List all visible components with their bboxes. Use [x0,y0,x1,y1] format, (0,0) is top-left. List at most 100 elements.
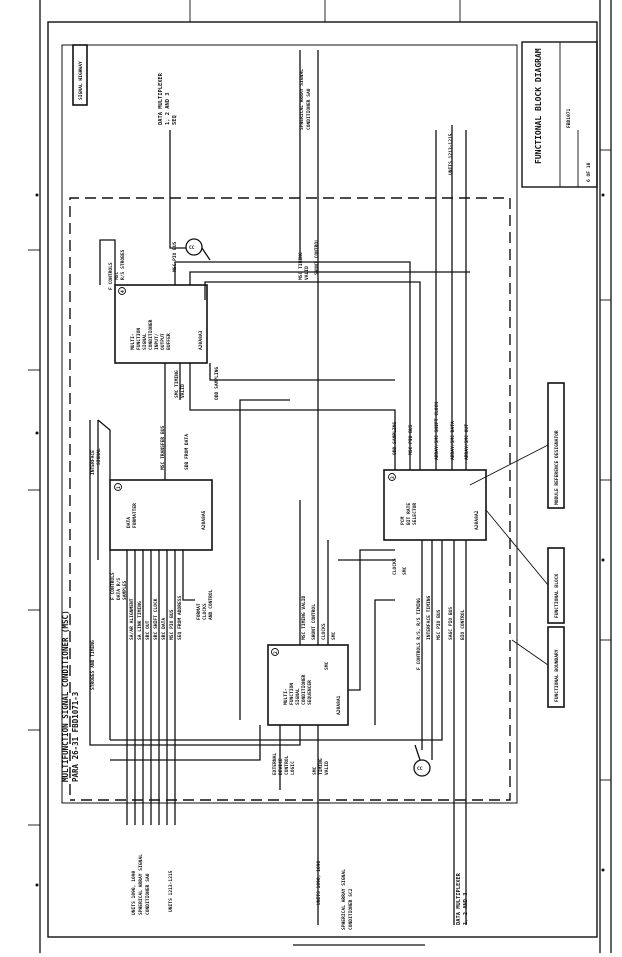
formatter-input-lines [109,550,195,825]
units-mid: UNITS 1090, 1090 [316,861,322,905]
sel-in-smc: SMC [402,566,408,575]
svg-text:FUNCTION: FUNCTION [136,328,142,350]
svg-text:SEQ FROM ADDRESS: SEQ FROM ADDRESS [177,596,183,640]
svg-text:A20A8A1: A20A8A1 [336,695,342,715]
svg-text:SA/AR ALIGNMENT: SA/AR ALIGNMENT [129,598,135,640]
odd-sampling-mid: ODD SAMPLING [214,367,220,400]
block-formatter-num: 1 [116,486,122,489]
block-buffer-num: 4 [120,290,126,293]
svg-text:MULTI-: MULTI- [283,688,289,705]
svg-text:SRC OUT: SRC OUT [145,620,151,640]
ext-device-4: LOGIC [290,761,296,775]
title-block [521,41,598,188]
sound-shift: ARRAY/SMC SHIFT CLOCK [434,402,440,460]
spherical-sa0-2: CONDITIONER SA0 [306,88,312,130]
smc-timing-valid-1: SMC TIMING [174,370,180,398]
svg-text:SAGC PIO BUS: SAGC PIO BUS [448,607,454,640]
svg-text:INPUT/: INPUT/ [154,333,160,350]
svg-text:CONDITIONER: CONDITIONER [148,319,154,350]
sdb-from-data: SDB FROM DATA [184,434,190,470]
block-selector [383,469,487,541]
block-buffer [114,284,208,364]
title-block-doc-id: FBD1071 [566,108,572,128]
strobes-label: STROBES AND TIMING [90,640,96,690]
title-block-title: FUNCTIONAL BLOCK DIAGRAM [534,48,543,164]
svg-text:BIO CONTROL: BIO CONTROL [460,609,466,640]
block-formatter [109,479,213,551]
svg-text:F CONTROLS R/S, R/S TIMING: F CONTROLS R/S, R/S TIMING [416,598,422,670]
title-block-sheet: 6 OF 10 [586,162,592,182]
callout-functional-block [547,547,565,624]
block-formatter-line-1: DATA [126,517,132,528]
block-sequencer [267,644,349,726]
ext-device-2: DEVICE [278,758,284,775]
zone-ticks [28,0,611,826]
f-controls-form-2: DATA R/S [116,578,122,600]
svg-text:SIGNAL: SIGNAL [295,688,301,705]
svg-text:A20A8A3: A20A8A3 [198,330,204,350]
svg-text:SIGNAL: SIGNAL [142,333,148,350]
cc-top-label: CC [189,245,195,251]
block-sequencer-num: 2 [273,651,279,654]
callout-leaders [469,444,549,666]
edge-dots [35,193,605,887]
interface-signal-1: INTERFACE [90,450,96,475]
svg-text:CLOCKS: CLOCKS [321,623,327,640]
svg-text:MSC PIO BUS: MSC PIO BUS [436,609,442,640]
spherical-sc2-2: CONDITIONER SC2 [348,888,354,930]
sel-in-clocks: CLOCKS [392,558,398,575]
smc-timing2-3: VALID [324,761,330,775]
cc-bottom-label: CC [417,766,423,772]
form-out-2: CLOCKS [202,603,208,620]
msc-pio-bus-top: MSC PIO BUS [172,241,178,272]
svg-text:OUTPUT: OUTPUT [160,333,166,350]
cc-circle-top [185,238,203,256]
sequencer-input-labels: MSC TIMING VALID SHUNT CONTROL CLOCKS SM… [301,596,337,640]
callout-module-ref-label: MODULE REFERENCE DESIGNATOR [554,430,560,505]
sequencer-lines [89,399,395,790]
svg-text:SEQUENCER: SEQUENCER [307,680,313,705]
ext-device-1: EXTERNAL [272,753,278,775]
smc-timing2-1: SMC [312,766,318,775]
units-1213-top: UNITS 1213-1215 [448,133,454,175]
units-left-top-3: CONDITIONER SA0 [145,873,151,915]
svg-text:MSC PIO BUS: MSC PIO BUS [169,609,175,640]
svg-text:SRC DATA: SRC DATA [161,618,167,640]
svg-text:MSC TIMING VALID: MSC TIMING VALID [301,596,307,640]
callout-functional-boundary [547,626,565,708]
selector-output-labels: F CONTROLS R/S, R/S TIMING INTERFACE TIM… [416,596,466,670]
svg-text:SHUNT CONTROL: SHUNT CONTROL [311,604,317,640]
data-mux-top-1: DATA MULTIPLEXER [158,72,164,125]
data-mux-bottom-1: DATA MULTIPLEXER [456,872,462,925]
f-controls-buffer-3: R/S STROBES [120,249,126,280]
top-signal-lines [169,50,467,925]
svg-text:SRC SHIFT CLOCK: SRC SHIFT CLOCK [153,598,159,640]
block-buffer-text: MULTI- FUNCTION SIGNAL CONDITIONER INPUT… [130,319,204,350]
block-selector-footer: A20A8A2 [474,510,480,530]
cc-circle-bottom [413,759,431,777]
block-formatter-line-2: FORMATTER [132,503,138,528]
ext-device-3: CONTROL [284,755,290,775]
svg-text:SMC: SMC [331,631,337,640]
buffer-lines [99,239,470,480]
f-controls-form-1: F CONTROLS [110,572,116,600]
units-left-bottom: UNITS 1213-1215 [168,870,174,912]
sound-out: ARRAY/SMC OUT [464,424,470,460]
signal-highway-box [72,44,88,106]
shunt-control-top: SHUNT CONTROL [314,239,320,275]
sound-data: ARRAY/SMC DATA [450,421,456,460]
form-out-1: FORMAT [196,603,202,620]
data-mux-bottom-2: 1, 2 AND 3 [463,893,469,925]
spherical-sa0-1: SPHERICAL ARRAY SIGNAL [299,69,305,130]
f-controls-buffer-1: F CONTROLS [108,262,114,290]
block-selector-num: 3 [390,476,396,479]
svg-text:SA LINK TIMING: SA LINK TIMING [137,601,143,640]
callout-functional-block-label: FUNCTIONAL BLOCK [554,574,560,618]
interface-signal-2: SIGNAL [96,448,102,465]
block-selector-line-1: PCM [400,516,406,525]
msc-transfer-bus: MSC TRANSFER BUS [160,426,166,470]
data-mux-top-3: SEQ [172,115,178,125]
f-controls-buffer-2: MSC [114,271,120,280]
svg-text:INTERFACE TIMING: INTERFACE TIMING [426,596,432,640]
